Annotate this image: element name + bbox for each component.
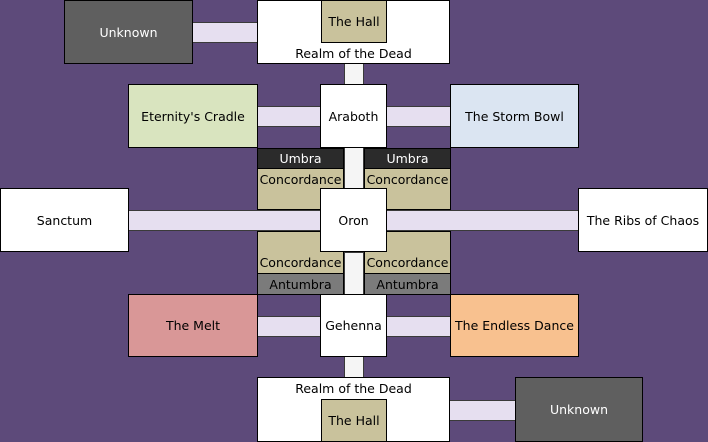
- concordance-upper-right-label: Concordance: [366, 172, 449, 187]
- connector-araboth-oron: [344, 147, 364, 189]
- concordance-lower-left-label: Concordance: [259, 255, 342, 270]
- hall-top-label: The Hall: [328, 14, 380, 29]
- gehenna-label: Gehenna: [325, 318, 382, 333]
- connector-unknown-top-realm: [192, 22, 260, 43]
- endless-dance-label: The Endless Dance: [455, 318, 574, 333]
- connector-realm-unknown-bottom: [449, 400, 516, 421]
- araboth-box: Araboth: [320, 84, 387, 148]
- concordance-upper-left-label: Concordance: [259, 172, 342, 187]
- umbra-right-box: Umbra: [364, 148, 451, 169]
- unknown-top-label: Unknown: [99, 24, 158, 40]
- eternitys-cradle-box: Eternity's Cradle: [128, 84, 258, 148]
- hall-top-box: The Hall: [321, 0, 387, 43]
- realm-of-the-dead-top-label: Realm of the Dead: [295, 46, 412, 61]
- unknown-top-box: Unknown: [64, 0, 193, 64]
- ribs-of-chaos-label: The Ribs of Chaos: [586, 212, 700, 228]
- oron-box: Oron: [320, 188, 387, 252]
- sanctum-label: Sanctum: [36, 212, 93, 228]
- connector-oron-ribs: [386, 210, 580, 231]
- endless-dance-box: The Endless Dance: [450, 294, 579, 357]
- hall-bottom-label: The Hall: [328, 413, 380, 428]
- connector-oron-gehenna: [344, 252, 364, 295]
- realm-of-the-dead-bottom-label: Realm of the Dead: [295, 381, 412, 396]
- the-melt-box: The Melt: [128, 294, 258, 357]
- concordance-upper-left-box: Concordance: [257, 168, 344, 210]
- connector-gehenna-dance: [386, 316, 452, 337]
- antumbra-right-label: Antumbra: [376, 276, 439, 292]
- hall-bottom-box: The Hall: [321, 399, 387, 442]
- connector-cradle-araboth: [257, 106, 321, 127]
- gehenna-box: Gehenna: [320, 294, 387, 357]
- antumbra-left-label: Antumbra: [269, 276, 332, 292]
- connector-araboth-stormbowl: [386, 106, 452, 127]
- umbra-right-label: Umbra: [386, 151, 429, 166]
- the-melt-label: The Melt: [165, 318, 221, 333]
- unknown-bottom-box: Unknown: [515, 377, 643, 442]
- antumbra-right-box: Antumbra: [364, 273, 451, 295]
- eternitys-cradle-label: Eternity's Cradle: [141, 108, 245, 124]
- storm-bowl-label: The Storm Bowl: [465, 108, 564, 124]
- umbra-left-label: Umbra: [279, 151, 322, 166]
- sanctum-box: Sanctum: [0, 188, 129, 252]
- storm-bowl-box: The Storm Bowl: [450, 84, 579, 148]
- araboth-label: Araboth: [328, 108, 379, 124]
- connector-melt-gehenna: [257, 316, 321, 337]
- connector-realm-araboth: [344, 63, 364, 86]
- concordance-lower-right-label: Concordance: [366, 255, 449, 270]
- unknown-bottom-label: Unknown: [549, 402, 609, 417]
- umbra-left-box: Umbra: [257, 148, 344, 169]
- ribs-of-chaos-box: The Ribs of Chaos: [578, 188, 708, 252]
- antumbra-left-box: Antumbra: [257, 273, 344, 295]
- connector-gehenna-realm: [344, 355, 364, 378]
- oron-label: Oron: [338, 212, 369, 228]
- connector-sanctum-oron: [127, 210, 321, 231]
